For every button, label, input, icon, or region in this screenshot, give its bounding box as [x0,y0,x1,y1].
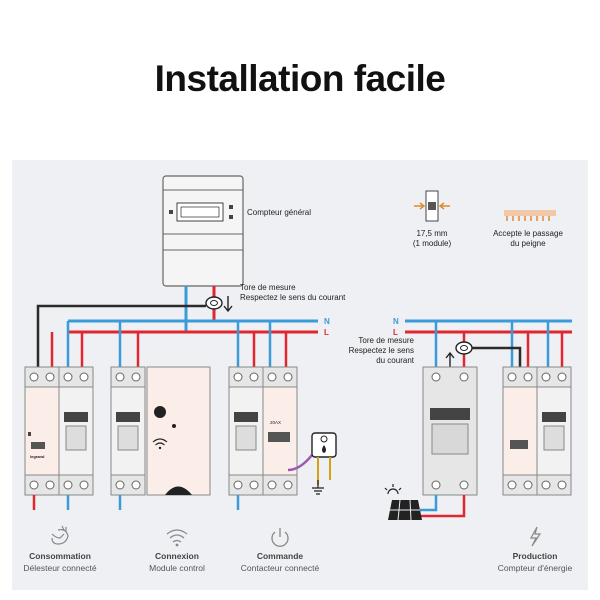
bus-label-live: L [324,328,329,337]
module-width-line2: (1 module) [413,239,452,248]
circuit-breaker-1 [58,366,94,496]
bus-label-neutral-right: N [393,317,399,326]
torus-main-line2: Respectez le sens du courant [240,293,346,302]
module-width-line1: 17,5 mm [416,229,447,238]
caption-connexion: Connexion Module control [149,529,205,573]
caption-subtitle: Module control [149,563,205,573]
contactor-module: 20AX [262,366,298,496]
power-icon [271,528,289,547]
caption-title: Commande [257,551,304,561]
caption-title: Production [513,551,558,561]
bus-label-live-right: L [393,328,398,337]
control-module [146,366,211,496]
solar-panel-icon [388,499,422,521]
load-shedder-module: legrand [24,366,60,496]
wifi-caption-icon [166,529,188,543]
plug-hand-icon [51,525,69,545]
caption-title: Connexion [155,551,199,561]
torus-prod-line1: Tore de mesure [358,336,414,345]
bus-label-neutral: N [324,317,330,326]
water-heater-symbol [311,432,337,495]
caption-title: Consommation [29,551,91,561]
caption-consommation: Consommation Délesteur connecté [23,525,97,573]
circuit-breaker-4 [536,366,572,496]
meter-label: Compteur général [247,208,311,217]
comb-line2: du peigne [510,239,546,248]
caption-production: Production Compteur d'énergie [498,526,573,573]
circuit-breaker-2 [110,366,146,496]
caption-commande: Commande Contacteur connecté [241,528,320,573]
brand-label: legrand [30,454,45,459]
comb-line1: Accepte le passage [493,229,563,238]
diagram-panel [12,160,588,590]
caption-subtitle: Délesteur connecté [23,563,97,573]
production-breaker [422,366,478,496]
lightning-icon [529,526,542,547]
contactor-rating: 20AX [270,420,281,425]
torus-prod-line3: du courant [376,356,415,365]
torus-prod-line2: Respectez le sens [349,346,414,355]
current-direction-arrow [223,296,233,313]
module-width-legend [414,190,450,222]
caption-subtitle: Contacteur connecté [241,563,320,573]
wifi-icon [152,438,168,446]
sun-icon [384,484,402,495]
caption-subtitle: Compteur d'énergie [498,563,573,573]
torus-main-line1: Tore de mesure [240,283,296,292]
page-title: Installation facile [154,58,446,99]
comb-bus-legend [504,210,556,221]
current-direction-arrow-prod [445,351,455,368]
energy-meter-module [502,366,538,496]
circuit-breaker-3 [228,366,264,496]
main-meter [162,175,244,287]
